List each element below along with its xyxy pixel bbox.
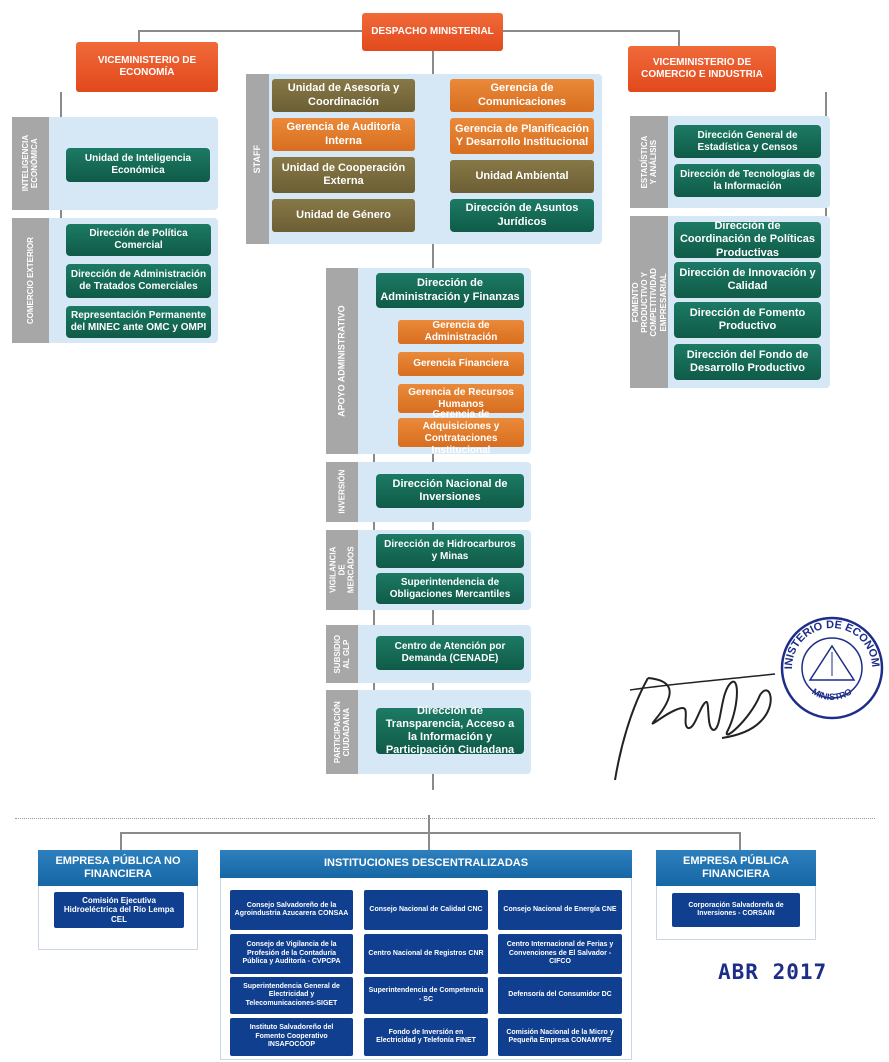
institucion-item: Consejo Salvadoreño de la Agroindustria … [230,890,353,930]
staff-label: STAFF [246,74,269,244]
institucion-item: Centro Internacional de Ferias y Convenc… [498,934,622,974]
estadistica-item: Dirección General de Estadística y Censo… [674,125,821,158]
fomento-label: FOMENTO PRODUCTIVO Y COMPETITIVIDAD EMPR… [630,216,668,388]
institucion-item: Comisión Nacional de la Micro y Pequeña … [498,1018,622,1056]
inversion-label: INVERSIÓN [326,462,358,522]
institucion-item: Consejo Nacional de Energía CNE [498,890,622,930]
epf-title: EMPRESA PÚBLICA FINANCIERA [656,850,816,886]
section-divider [15,818,875,819]
institucion-item: Fondo de Inversión en Electricidad y Tel… [364,1018,488,1056]
fomento-item: Dirección de Fomento Productivo [674,302,821,338]
epnf-item: Comisión Ejecutiva Hidroeléctrica del Rí… [54,892,184,928]
inteligencia-item: Unidad de Inteligencia Económica [66,148,210,182]
comercio-item: Representación Permanente del MINEC ante… [66,306,211,338]
connector-line [428,815,430,852]
viceministerio-comercio-box: VICEMINISTERIO DE COMERCIO E INDUSTRIA [628,46,776,92]
connector-line [120,832,740,834]
estadistica-item: Dirección de Tecnologías de la Informaci… [674,164,821,197]
comercio-item: Dirección de Administración de Tratados … [66,264,211,298]
fomento-item: Dirección de Coordinación de Políticas P… [674,220,821,259]
comercio-exterior-label: COMERCIO EXTERIOR [12,218,49,343]
institucion-item: Consejo de Vigilancia de la Profesión de… [230,934,353,974]
apoyo-item: Gerencia de Administración [398,320,524,344]
fomento-item: Dirección de Innovación y Calidad [674,262,821,298]
staff-item: Unidad de Género [272,199,415,232]
viceministerio-economia-box: VICEMINISTERIO DE ECONOMÍA [76,42,218,92]
epnf-title: EMPRESA PÚBLICA NO FINANCIERA [38,850,198,886]
institucion-item: Superintendencia General de Electricidad… [230,977,353,1014]
comercio-item: Dirección de Política Comercial [66,224,211,256]
subsidio-item: Centro de Atención por Demanda (CENADE) [376,636,524,670]
participacion-item: Dirección de Transparencia, Acceso a la … [376,705,524,756]
date-label: ABR 2017 [718,960,828,984]
epf-item: Corporación Salvadoreña de Inversiones -… [672,893,800,927]
connector-line [60,92,62,332]
institucion-item: Instituto Salvadoreño del Fomento Cooper… [230,1018,353,1056]
fomento-item: Dirección del Fondo de Desarrollo Produc… [674,344,821,380]
apoyo-head: Dirección de Administración y Finanzas [376,273,524,308]
institucion-item: Centro Nacional de Registros CNR [364,934,488,974]
apoyo-item: Gerencia Financiera [398,352,524,376]
vigilancia-item: Superintendencia de Obligaciones Mercant… [376,573,524,604]
apoyo-item: Gerencia de Adquisiciones y Contratacion… [398,409,524,456]
staff-item: Gerencia de Comunicaciones [450,79,594,112]
despacho-ministerial-box: DESPACHO MINISTERIAL [362,13,503,51]
estadistica-label: ESTADÍSTICA Y ANÁLISIS [630,116,668,208]
participacion-label: PARTICIPACIÓN CIUDADANA [326,690,358,774]
subsidio-label: SUBSIDIO AL GLP [326,625,358,683]
institucion-item: Superintendencia de Competencia - SC [364,977,488,1014]
staff-item: Unidad de Asesoría y Coordinación [272,79,415,112]
institucion-item: Consejo Nacional de Calidad CNC [364,890,488,930]
staff-item: Gerencia de Auditoría Interna [272,118,415,151]
inteligencia-label: INTELIGENCIA ECONÓMICA [12,117,49,210]
institucion-item: Defensoría del Consumidor DC [498,977,622,1014]
svg-text:MINISTERIO DE ECONOMÍA: MINISTERIO DE ECONOMÍA [778,612,881,669]
svg-text:MINISTRO: MINISTRO [810,686,853,702]
staff-item: Unidad Ambiental [450,160,594,193]
apoyo-item: Gerencia de Recursos Humanos [398,384,524,413]
vigilancia-label: VIGILANCIA DE MERCADOS [326,530,358,610]
staff-item: Unidad de Cooperación Externa [272,157,415,193]
connector-line [138,30,140,42]
apoyo-label: APOYO ADMINISTRATIVO [326,268,358,454]
vigilancia-item: Dirección de Hidrocarburos y Minas [376,534,524,568]
signature [614,673,776,781]
inversion-item: Dirección Nacional de Inversiones [376,474,524,508]
ministry-seal: MINISTERIO DE ECONOMÍA MINISTRO [778,612,884,720]
staff-item: Dirección de Asuntos Jurídicos [450,199,594,232]
connector-line [120,832,122,850]
connector-line [678,30,680,46]
instituciones-title: INSTITUCIONES DESCENTRALIZADAS [220,850,632,878]
connector-line [739,832,741,850]
staff-item: Gerencia de Planificación Y Desarrollo I… [450,118,594,154]
